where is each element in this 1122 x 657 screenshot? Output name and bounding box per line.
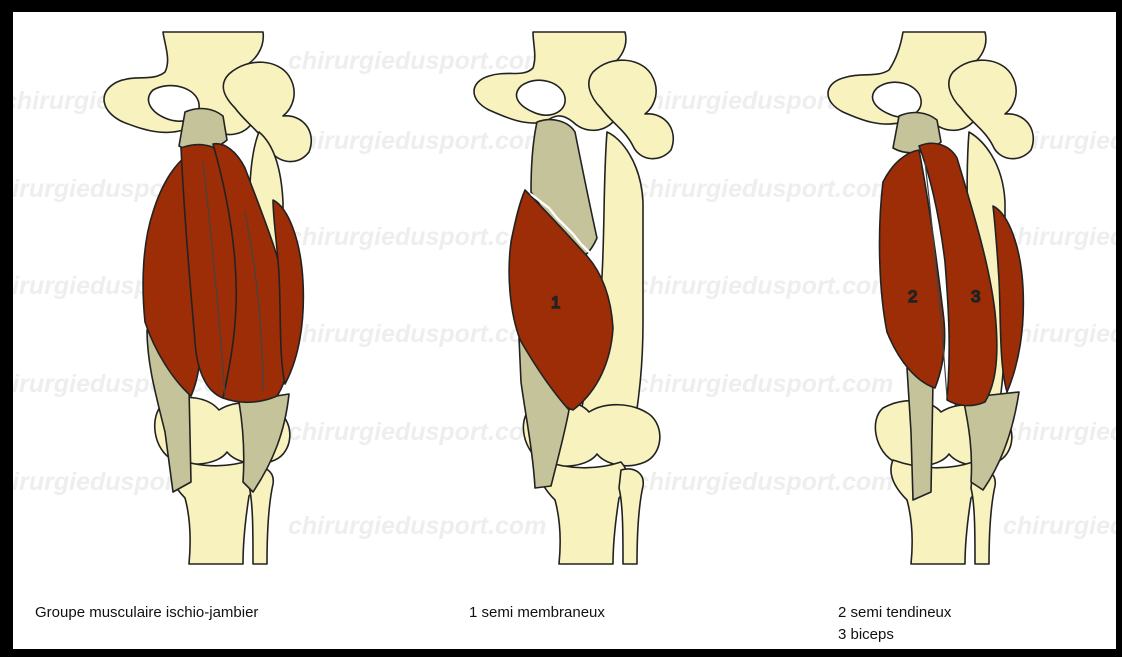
tibia-bone <box>891 460 980 564</box>
muscle-number-label: 2 <box>908 287 917 306</box>
figure-semimembranosus: 1 <box>474 32 673 564</box>
caption-semitendinosus: 2 semi tendineux <box>838 602 951 623</box>
muscle-number-label: 3 <box>971 287 980 306</box>
hamstring-diagram: chirurgiedusport.com chirurgiedusport.co… <box>13 12 1116 649</box>
caption-biceps: 3 biceps <box>838 624 894 645</box>
watermark-text: chirurgiedusport.com <box>1003 418 1116 446</box>
watermark-text: chirurgiedusport.com <box>288 47 546 75</box>
watermark-text: chirurgiedusport.com <box>288 127 546 155</box>
watermark-text: chirurgiedusport.com <box>288 512 546 540</box>
watermark-text: chirurgiedusport.com <box>1003 512 1116 540</box>
caption-hamstring-group: Groupe musculaire ischio-jambier <box>35 602 258 623</box>
watermark-text: chirurgiedusport.com <box>635 272 893 300</box>
watermark-text: chirurgiedusport.com <box>288 320 546 348</box>
caption-semimembranosus: 1 semi membraneux <box>469 602 605 623</box>
watermark-text: chirurgiedusport.com <box>635 468 893 496</box>
watermark-text: chirurgiedusport.com <box>288 418 546 446</box>
femur-head <box>949 60 1033 159</box>
watermark-text: chirurgiedusport.com <box>635 175 893 203</box>
fibula-bone <box>619 469 643 564</box>
watermark-text: chirurgiedusport.com <box>635 370 893 398</box>
muscle-number-label: 1 <box>551 293 560 312</box>
watermark-text: chirurgiedusport.com <box>288 223 546 251</box>
diagram-panel: chirurgiedusport.com chirurgiedusport.co… <box>13 12 1116 649</box>
watermark-text: chirurgiedusport.com <box>1003 223 1116 251</box>
